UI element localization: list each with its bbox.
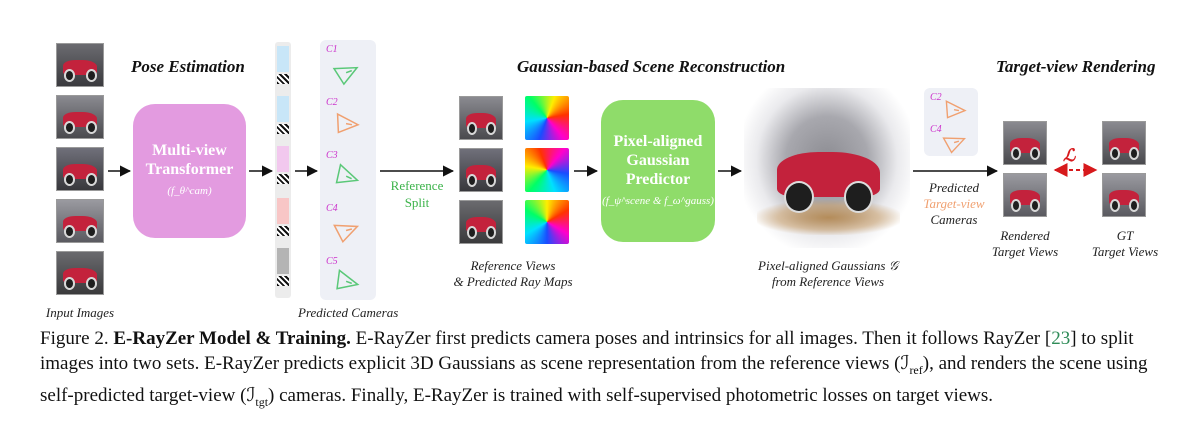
camera-label-3: C3 [326, 150, 338, 161]
token-4-cam [277, 226, 289, 236]
rendered-target-view-1 [1003, 121, 1047, 165]
token-4 [277, 198, 289, 224]
caption-text2: ] to split images into two sets. E-RayZe… [40, 328, 1134, 374]
token-5-cam [277, 276, 289, 286]
gaussian-predictor-box: Pixel-aligned Gaussian Predictor (f_ψ^sc… [601, 100, 715, 242]
caption-text3: ), and renders the scene using self-pred… [40, 353, 1148, 406]
camera-icon-2 [336, 112, 360, 134]
label-gt-line1: GT [1116, 228, 1134, 243]
ray-map-2 [525, 148, 569, 192]
token-1 [277, 46, 289, 72]
camera-icon-4 [333, 224, 360, 244]
label-gaussians-line1: Pixel-aligned Gaussians 𝒢 [758, 258, 898, 273]
section-title-pose-estimation: Pose Estimation [131, 57, 245, 76]
label-predicted-cameras: Predicted Cameras [298, 305, 399, 320]
figure-caption: Figure 2. E-RayZer Model & Training. E-R… [40, 326, 1180, 415]
caption-text4: ) cameras. Finally, E-RayZer is trained … [268, 384, 994, 406]
label-gaussians-line2: from Reference Views [771, 274, 885, 289]
target-camera-icon-1 [945, 100, 967, 119]
diagram-overlay [108, 66, 1098, 290]
label-gt-line2: Target Views [1091, 244, 1159, 259]
label-rendered-line2: Target Views [991, 244, 1059, 259]
section-title-target-rendering: Target-view Rendering [996, 57, 1156, 76]
rendered-target-view-2 [1003, 173, 1047, 217]
gaussian-reconstruction-image [744, 88, 910, 248]
label-input-images: Input Images [45, 305, 115, 320]
camera-icon-5 [336, 268, 360, 290]
gt-target-view-2 [1102, 173, 1146, 217]
label-predicted-target-cameras: Predicted Target-view Cameras [912, 180, 996, 228]
predictor-line2: Gaussian [626, 151, 690, 169]
label-reference-views-line1: Reference Views [470, 258, 556, 273]
input-image-2 [56, 95, 104, 139]
label-gaussians: Pixel-aligned Gaussians 𝒢 from Reference… [748, 258, 908, 290]
label-rendered-line1: Rendered [1000, 228, 1050, 243]
input-image-3 [56, 147, 104, 191]
reference-split-line1: Reference [390, 178, 444, 193]
label-reference-views-line2: & Predicted Ray Maps [453, 274, 573, 289]
input-image-1 [56, 43, 104, 87]
label-predicted-target-line2: Target-view [923, 196, 985, 211]
caption-prefix: Figure 2. [40, 328, 114, 349]
gt-target-view-1 [1102, 121, 1146, 165]
target-camera-icon-2 [942, 137, 967, 154]
loss-label: ℒ [1063, 146, 1076, 165]
label-gt-target-views: GT Target Views [1080, 228, 1170, 260]
caption-title: E-RayZer Model & Training. [113, 328, 351, 349]
camera-icon-3 [335, 163, 360, 184]
label-predicted-target-line3: Cameras [930, 212, 978, 227]
token-3-cam [277, 174, 289, 184]
multiview-transformer-box: Multi-view Transformer (f_θ^cam) [133, 104, 246, 238]
transformer-line1: Multi-view [152, 142, 227, 159]
input-image-5 [56, 251, 104, 295]
label-rendered-target-views: Rendered Target Views [980, 228, 1070, 260]
target-camera-label-1: C2 [930, 92, 942, 103]
camera-label-4: C4 [326, 203, 338, 214]
camera-icon-1 [332, 66, 359, 86]
token-3 [277, 146, 289, 172]
caption-sub-tgt: tgt [255, 394, 269, 409]
predictor-line1: Pixel-aligned [613, 132, 703, 150]
label-reference-views: Reference Views & Predicted Ray Maps [438, 258, 588, 290]
transformer-line2: Transformer [145, 161, 234, 178]
ray-map-1 [525, 96, 569, 140]
camera-label-1: C1 [326, 44, 338, 55]
section-title-scene-reconstruction: Gaussian-based Scene Reconstruction [517, 57, 786, 76]
token-5 [277, 248, 289, 274]
reference-view-2 [459, 148, 503, 192]
camera-label-2: C2 [326, 97, 338, 108]
predictor-line3: Predictor [625, 170, 691, 188]
token-2 [277, 96, 289, 122]
predictor-sub: (f_ψ^scene & f_ω^gauss) [602, 194, 714, 207]
predicted-cameras-panel [320, 40, 376, 300]
caption-text1: E-RayZer first predicts camera poses and… [350, 328, 1052, 349]
reference-view-3 [459, 200, 503, 244]
caption-sub-ref: ref [909, 362, 923, 377]
target-camera-label-2: C4 [930, 124, 942, 135]
token-1-cam [277, 74, 289, 84]
caption-ref-link[interactable]: 23 [1051, 328, 1071, 349]
input-image-4 [56, 199, 104, 243]
token-column [275, 42, 291, 298]
token-2-cam [277, 124, 289, 134]
target-cameras-panel [924, 88, 978, 156]
reference-split-label: Reference Split [384, 177, 450, 211]
camera-label-5: C5 [326, 256, 338, 267]
reference-view-1 [459, 96, 503, 140]
reference-split-line2: Split [404, 195, 430, 210]
ray-map-3 [525, 200, 569, 244]
label-predicted-target-line1: Predicted [928, 180, 980, 195]
transformer-sub: (f_θ^cam) [167, 185, 212, 197]
